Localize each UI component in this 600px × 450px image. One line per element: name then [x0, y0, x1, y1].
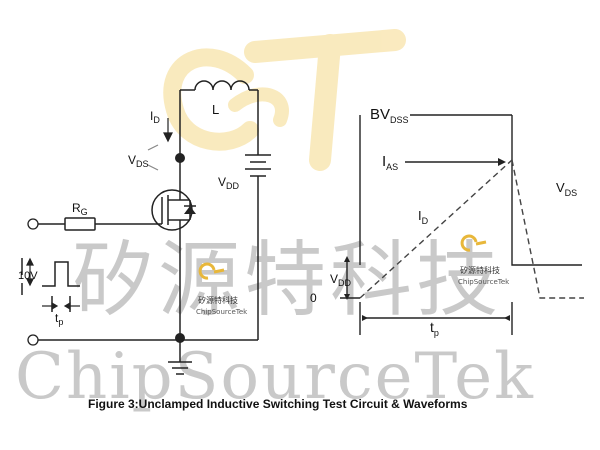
background-logo-watermark: [163, 29, 406, 171]
label-vds-waveform: VDS: [556, 180, 577, 198]
gate-resistor: [64, 217, 96, 231]
label-inductor: L: [212, 102, 219, 117]
small-logo-left-cn: 矽源特科技: [198, 295, 238, 305]
drain-node: [175, 153, 185, 163]
figure-caption: Figure 3:Unclamped Inductive Switching T…: [88, 397, 468, 411]
label-pulse-amplitude: 10V: [18, 270, 38, 282]
label-bvdss: BVDSS: [370, 106, 409, 125]
inductor-symbol: [194, 80, 250, 91]
label-rg: RG: [72, 201, 88, 217]
small-logo-left-en: ChipSourceTek: [196, 308, 248, 316]
label-tp-waveform: tp: [430, 319, 439, 338]
mosfet-symbol: [150, 188, 196, 232]
label-ias: IAS: [382, 153, 398, 172]
small-logo-right-en: ChipSourceTek: [458, 278, 510, 286]
circuit-arrows: [26, 118, 173, 311]
watermark-latin: ChipSourceTek: [15, 340, 535, 414]
small-logo-left: 矽源特科技 ChipSourceTek: [196, 262, 248, 316]
id-waveform: [359, 159, 513, 299]
terminal-top-left: [27, 218, 39, 230]
label-id-waveform: ID: [418, 208, 429, 226]
label-zero: 0: [310, 291, 317, 305]
terminal-bottom-left: [27, 334, 39, 346]
circuit: [21, 80, 271, 375]
label-tp-circuit: tp: [55, 311, 63, 327]
watermark-cjk: 矽源特科技: [72, 233, 502, 328]
waveforms: [340, 114, 584, 335]
label-vdd-supply: VDD: [218, 175, 240, 191]
small-logo-right-cn: 矽源特科技: [460, 265, 500, 275]
ground-symbol: [168, 355, 192, 375]
source-node: [175, 333, 185, 343]
battery-symbol: [245, 154, 271, 177]
small-logo-right: 矽源特科技 ChipSourceTek: [458, 234, 510, 286]
waveform-arrows: [344, 158, 510, 321]
label-vdd-waveform: VDD: [330, 272, 352, 288]
label-id-circuit: ID: [150, 109, 160, 125]
label-vds-circuit: VDS: [128, 153, 149, 169]
gate-pulse-waveform: [42, 261, 80, 287]
